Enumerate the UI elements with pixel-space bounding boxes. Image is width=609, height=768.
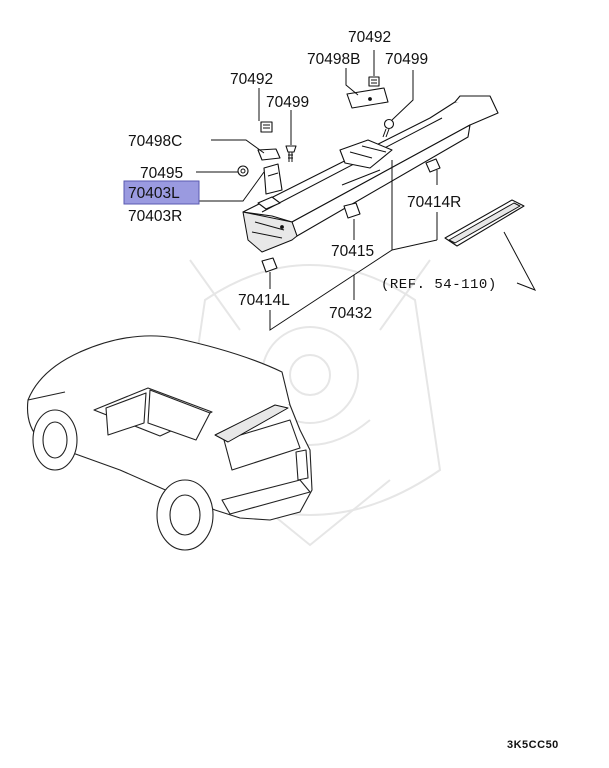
label-70499-top[interactable]: 70499 xyxy=(385,51,428,68)
label-70414L[interactable]: 70414L xyxy=(238,292,290,309)
label-70499-left[interactable]: 70499 xyxy=(266,94,309,111)
label-70432[interactable]: 70432 xyxy=(329,305,372,322)
label-70492-left[interactable]: 70492 xyxy=(230,71,273,88)
fasteners xyxy=(237,76,441,273)
part-labels: 70492 70498B 70499 70492 70499 70498C 70… xyxy=(128,29,497,322)
label-70403L[interactable]: 70403L xyxy=(128,185,180,202)
highlight-70403L xyxy=(123,180,200,205)
label-70495[interactable]: 70495 xyxy=(140,165,183,182)
label-70414R[interactable]: 70414R xyxy=(407,194,461,211)
stop-lamp xyxy=(444,199,525,247)
label-70498B[interactable]: 70498B xyxy=(307,51,360,68)
label-70415[interactable]: 70415 xyxy=(331,243,374,260)
label-70492-top[interactable]: 70492 xyxy=(348,29,391,46)
vehicle-outline xyxy=(26,335,313,551)
diagram-code: 3K5CC50 xyxy=(507,739,559,751)
label-ref-54-110[interactable]: (REF. 54-110) xyxy=(381,277,497,293)
label-70403R[interactable]: 70403R xyxy=(128,208,182,225)
rear-spoiler xyxy=(242,95,499,253)
leader-lines xyxy=(196,50,537,331)
label-70498C[interactable]: 70498C xyxy=(128,133,182,150)
